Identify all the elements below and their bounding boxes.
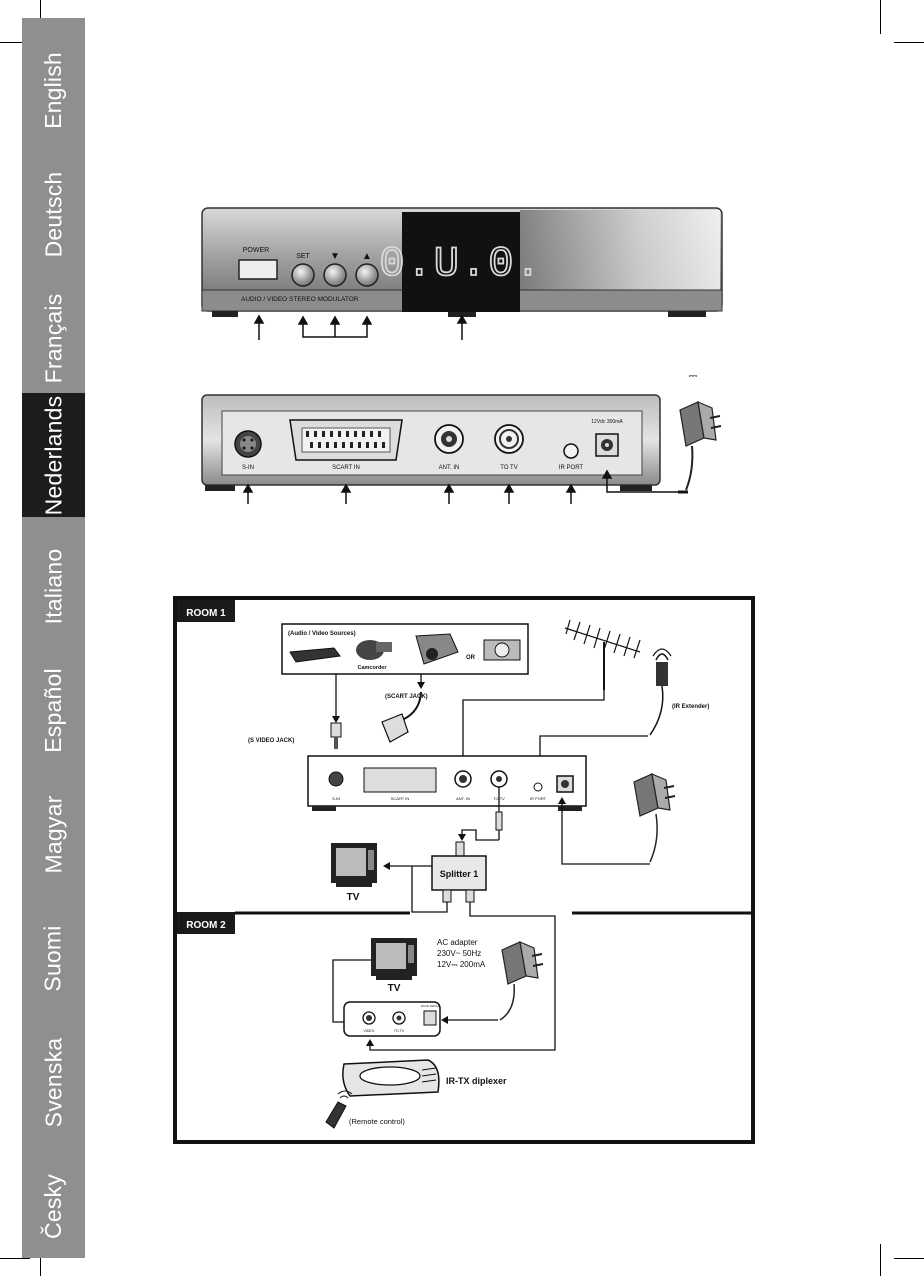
scart-jack-label: (SCART JACK) bbox=[385, 694, 428, 700]
power-label: POWER bbox=[243, 247, 269, 254]
rx1-svideo-label: S-IN bbox=[332, 796, 340, 801]
display-text: 0.U.0. bbox=[379, 240, 542, 288]
tv1-label: TV bbox=[347, 892, 360, 903]
or-label: OR bbox=[466, 655, 476, 661]
ac-adapter-room2-icon bbox=[499, 941, 544, 1021]
set-button bbox=[291, 263, 315, 287]
receiver-box bbox=[307, 755, 587, 807]
up-button bbox=[355, 263, 379, 287]
remote-control-icon bbox=[325, 1090, 353, 1129]
camcorder-icon bbox=[356, 640, 392, 660]
back-panel: S-IN SCART IN ANT. IN TO TV IR PORT 12Vd… bbox=[201, 370, 722, 504]
ir-extender-label: (IR Extender) bbox=[672, 704, 709, 710]
front-panel: 0.U.0. POWER SET ▼ ▲ AUDIO / VIDEO STERE… bbox=[201, 207, 723, 340]
remote-label: (Remote control) bbox=[349, 1117, 405, 1126]
lang-tab-nederlands[interactable]: Nederlands bbox=[22, 393, 85, 517]
splitter-label: Splitter 1 bbox=[440, 869, 479, 879]
crop-mark bbox=[40, 1244, 41, 1276]
down-button bbox=[323, 263, 347, 287]
language-sidebar: English Deutsch Français Nederlands Ital… bbox=[22, 18, 85, 1258]
ant-in-label: ANT. IN bbox=[439, 465, 460, 471]
scart-plug-icon bbox=[381, 713, 409, 743]
crop-mark bbox=[894, 42, 924, 43]
room1-label: ROOM 1 bbox=[186, 608, 226, 619]
power-button bbox=[238, 259, 278, 280]
rx2-video-label: VIDEO bbox=[364, 1029, 375, 1033]
ir-port bbox=[563, 443, 579, 459]
ac-adapter-line-2: 230V~ 50Hz bbox=[437, 949, 481, 958]
up-arrow-icon: ▲ bbox=[362, 251, 372, 262]
tv-room2-icon bbox=[371, 938, 417, 980]
ir-tx-diplexer-icon bbox=[342, 1059, 440, 1097]
ac-adapter-line-1: AC adapter bbox=[437, 938, 478, 947]
connection-diagram: ROOM 1 ROOM 2 (Audio / Video Sources) Ca… bbox=[173, 596, 755, 1144]
camera-icon bbox=[415, 633, 459, 665]
rx1-ant-label: ANT. IN bbox=[456, 796, 470, 801]
rx1-scart-label: SCART IN bbox=[391, 796, 410, 801]
scart-label: SCART IN bbox=[332, 465, 360, 471]
crop-mark bbox=[40, 0, 41, 34]
antenna-icon bbox=[564, 619, 641, 690]
dc-symbol: ⎓ bbox=[689, 370, 698, 382]
room2-label: ROOM 2 bbox=[186, 920, 226, 931]
dvd-player-icon bbox=[289, 647, 341, 663]
crop-mark bbox=[0, 42, 30, 43]
rx2-power-label: 12Vdc 200mA bbox=[421, 1004, 440, 1008]
ac-adapter-line-3: 12V⎓ 200mA bbox=[437, 960, 486, 969]
ac-adapter-icon bbox=[679, 401, 722, 491]
led-display bbox=[402, 212, 520, 312]
power-rating-label: 12Vdc 300mA bbox=[591, 419, 623, 425]
to-tv-label: TO TV bbox=[500, 465, 517, 471]
rx1-irport-label: IR PORT bbox=[530, 796, 547, 801]
receiver-room2 bbox=[343, 1001, 441, 1037]
crop-mark bbox=[880, 1244, 881, 1276]
rx2-totv-label: TO TV bbox=[394, 1029, 405, 1033]
tv-room1-icon bbox=[331, 843, 377, 887]
crop-mark bbox=[894, 1258, 924, 1259]
game-console-icon bbox=[483, 639, 521, 661]
crop-mark bbox=[0, 1258, 30, 1259]
ir-tx-label: IR-TX diplexer bbox=[446, 1076, 507, 1086]
crop-mark bbox=[880, 0, 881, 34]
av-sources-label: (Audio / Video Sources) bbox=[288, 631, 356, 637]
front-caption: AUDIO / VIDEO STEREO MODULATOR bbox=[241, 296, 359, 303]
down-arrow-icon: ▼ bbox=[330, 251, 340, 262]
tv2-label: TV bbox=[388, 983, 401, 994]
ac-adapter-room1-icon bbox=[633, 773, 676, 863]
ir-extender-icon bbox=[649, 648, 672, 736]
camcorder-label: Camcorder bbox=[357, 665, 387, 671]
ir-port-label: IR PORT bbox=[559, 465, 584, 471]
svideo-jack-label: (S VIDEO JACK) bbox=[248, 738, 294, 744]
set-label: SET bbox=[296, 253, 310, 260]
svideo-label: S-IN bbox=[242, 465, 254, 471]
